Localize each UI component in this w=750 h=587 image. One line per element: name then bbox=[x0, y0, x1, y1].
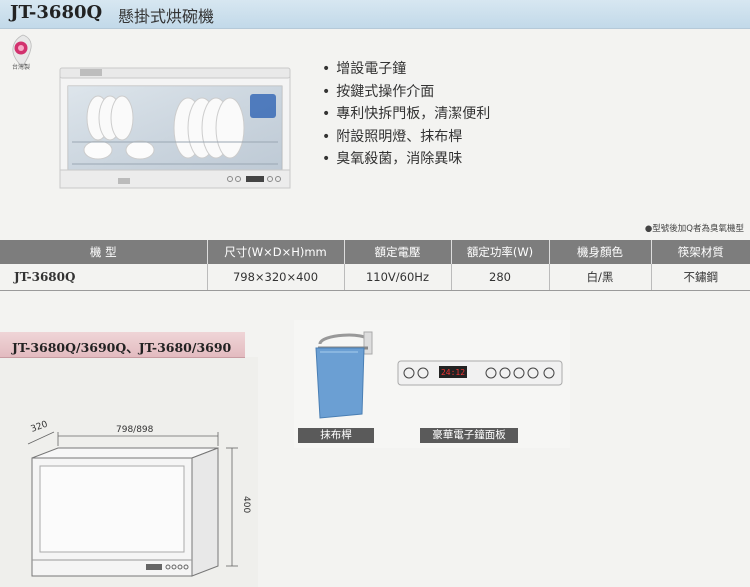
feature-item: 增設電子鐘 bbox=[322, 58, 490, 81]
table-row: JT-3680Q 798×320×400 110V/60Hz 280 白/黑 不… bbox=[0, 264, 750, 291]
control-panel-caption: 豪華電子鐘面板 bbox=[420, 428, 518, 443]
spec-table: 機 型 尺寸(W×D×H)mm 額定電壓 額定功率(W) 機身顏色 筷架材質 J… bbox=[0, 240, 750, 291]
section2-title-bar: JT-3680Q/3690Q、JT-3680/3690 bbox=[0, 332, 245, 358]
dish-dryer-photo bbox=[59, 67, 291, 189]
spec-cell-power: 280 bbox=[451, 264, 550, 291]
feature-item: 附設照明燈、抹布桿 bbox=[322, 126, 490, 149]
spec-cell-model: JT-3680Q bbox=[0, 264, 208, 291]
dim-width-label: 798/898 bbox=[116, 425, 154, 435]
spec-header-row: 機 型 尺寸(W×D×H)mm 額定電壓 額定功率(W) 機身顏色 筷架材質 bbox=[0, 240, 750, 264]
spec-header-rack: 筷架材質 bbox=[651, 240, 750, 264]
spec-header-model: 機 型 bbox=[0, 240, 208, 264]
spec-header-power: 額定功率(W) bbox=[451, 240, 550, 264]
spec-cell-voltage: 110V/60Hz bbox=[344, 264, 452, 291]
header-bar: JT-3680Q 懸掛式烘碗機 bbox=[0, 0, 750, 29]
spec-header-color: 機身顏色 bbox=[549, 240, 652, 264]
dim-depth-label: 320 bbox=[30, 419, 50, 434]
dimension-diagram: 320 798/898 400 bbox=[27, 419, 251, 577]
taiwan-badge-icon bbox=[12, 34, 32, 68]
feature-item: 臭氧殺菌，消除異味 bbox=[322, 148, 490, 171]
panel-display: 24:12 bbox=[441, 368, 465, 377]
badge-label: 台灣製 bbox=[11, 64, 30, 71]
towel-bar-icon bbox=[315, 331, 373, 419]
towel-bar-caption: 抹布桿 bbox=[298, 428, 374, 443]
spec-header-size: 尺寸(W×D×H)mm bbox=[207, 240, 345, 264]
control-panel-icon: 24:12 bbox=[397, 360, 563, 386]
spec-cell-color: 白/黑 bbox=[549, 264, 652, 291]
ozone-note: ●型號後加Q者為臭氧機型 bbox=[644, 224, 744, 234]
dim-height-label: 400 bbox=[241, 496, 251, 513]
spec-cell-rack: 不鏽鋼 bbox=[651, 264, 750, 291]
section2-title: JT-3680Q/3690Q、JT-3680/3690 bbox=[12, 340, 232, 355]
header-product-name: 懸掛式烘碗機 bbox=[118, 7, 215, 26]
feature-item: 按鍵式操作介面 bbox=[322, 81, 490, 104]
feature-list: 增設電子鐘 按鍵式操作介面 專利快拆門板，清潔便利 附設照明燈、抹布桿 臭氧殺菌… bbox=[322, 58, 490, 171]
spec-header-voltage: 額定電壓 bbox=[344, 240, 452, 264]
feature-item: 專利快拆門板，清潔便利 bbox=[322, 103, 490, 126]
header-model: JT-3680Q bbox=[10, 2, 103, 23]
spec-cell-size: 798×320×400 bbox=[207, 264, 345, 291]
